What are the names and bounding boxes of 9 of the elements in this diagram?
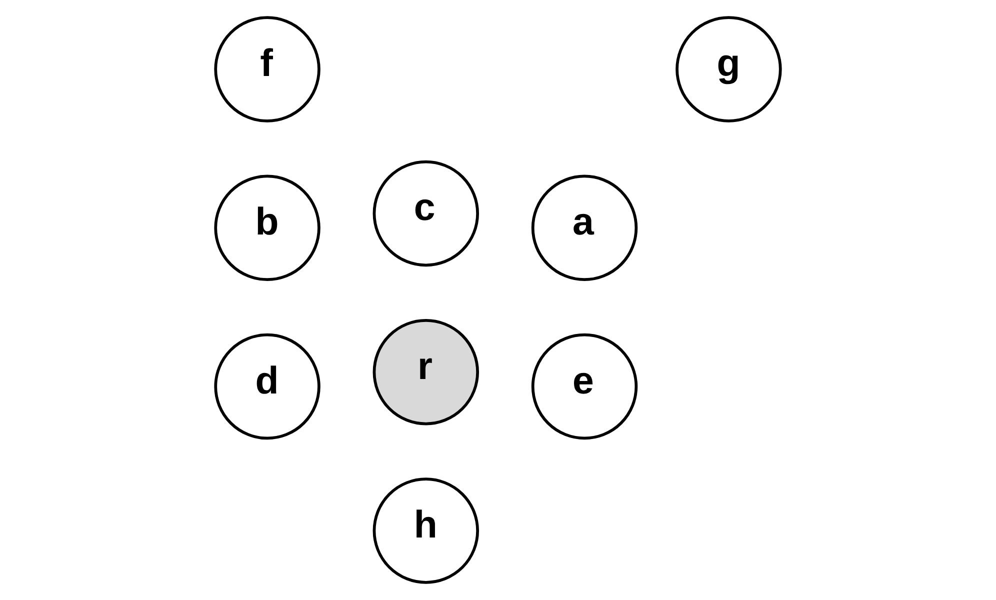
node-circle: c (372, 160, 480, 267)
node-circle: e (531, 333, 638, 440)
node-circle: g (676, 16, 782, 122)
node-circle: a (531, 174, 638, 282)
node-circle: r (372, 318, 480, 426)
node-circle: b (214, 174, 320, 282)
node-circle: h (372, 478, 480, 584)
node-circle: f (214, 16, 320, 122)
node-circle: d (214, 333, 320, 440)
